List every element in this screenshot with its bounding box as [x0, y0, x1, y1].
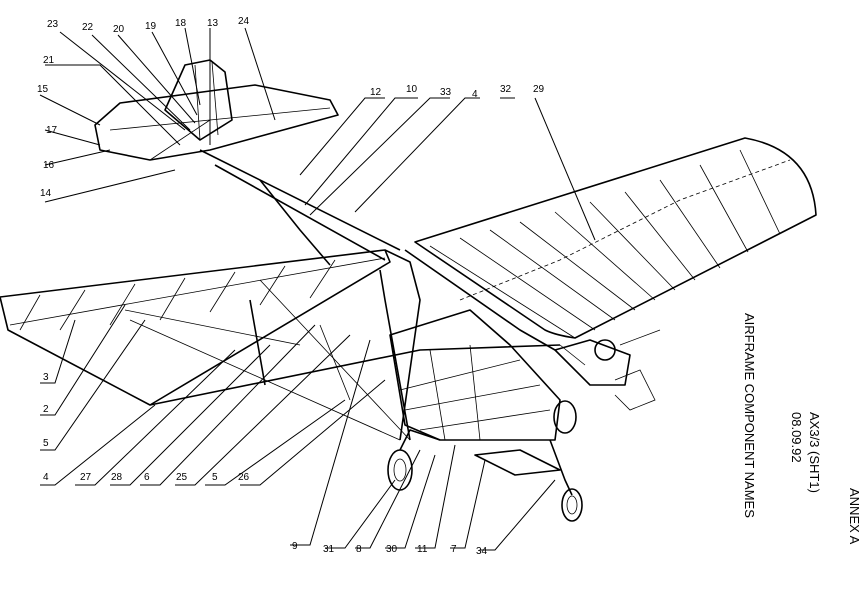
- fuselage-frame: [124, 149, 561, 441]
- callout-11: 11: [417, 544, 428, 555]
- drawing-date: 08.09.92: [789, 412, 804, 463]
- callout-10: 10: [406, 84, 418, 95]
- engine: [554, 329, 661, 411]
- tail-unit: [94, 59, 339, 161]
- drawing-reference: AX3/3 (SHT1): [807, 412, 822, 493]
- callout-8: 8: [356, 544, 362, 555]
- callout-5-bottom: 5: [212, 472, 218, 483]
- callout-20: 20: [113, 24, 125, 35]
- callout-16: 16: [43, 160, 55, 171]
- callout-28: 28: [111, 472, 123, 483]
- callout-23: 23: [47, 19, 59, 30]
- callout-27: 27: [80, 472, 92, 483]
- callout-7: 7: [451, 544, 457, 555]
- callout-19: 19: [145, 21, 157, 32]
- callout-22: 22: [82, 22, 94, 33]
- callout-32: 32: [500, 84, 512, 95]
- callout-labels: 23 22 20 19 18 13 24 21 15 17 16 14 12 1…: [37, 16, 545, 557]
- callout-9: 9: [292, 541, 298, 552]
- callout-33: 33: [440, 87, 452, 98]
- callout-34: 34: [476, 546, 488, 557]
- callout-31: 31: [323, 544, 335, 555]
- callout-13: 13: [207, 18, 219, 29]
- callout-2: 2: [43, 404, 49, 415]
- callout-29: 29: [533, 84, 545, 95]
- right-wing: [414, 137, 817, 339]
- annex-label: ANNEX A: [847, 488, 862, 545]
- callout-25: 25: [176, 472, 188, 483]
- callout-17: 17: [46, 125, 58, 136]
- callout-15: 15: [37, 84, 49, 95]
- callout-14: 14: [40, 188, 52, 199]
- callout-3: 3: [43, 372, 49, 383]
- callout-6: 6: [144, 472, 150, 483]
- callout-21: 21: [43, 55, 55, 66]
- callout-30: 30: [386, 544, 398, 555]
- callout-4-bottom: 4: [43, 472, 49, 483]
- callout-18: 18: [175, 18, 187, 29]
- drawing-subject: AIRFRAME COMPONENT NAMES: [742, 313, 757, 518]
- callout-24: 24: [238, 16, 250, 27]
- left-wing: [0, 249, 391, 406]
- callout-5-left: 5: [43, 438, 49, 449]
- callout-4-top: 4: [472, 89, 478, 100]
- callout-26: 26: [238, 472, 250, 483]
- leader-lines: [39, 27, 596, 551]
- callout-12: 12: [370, 87, 382, 98]
